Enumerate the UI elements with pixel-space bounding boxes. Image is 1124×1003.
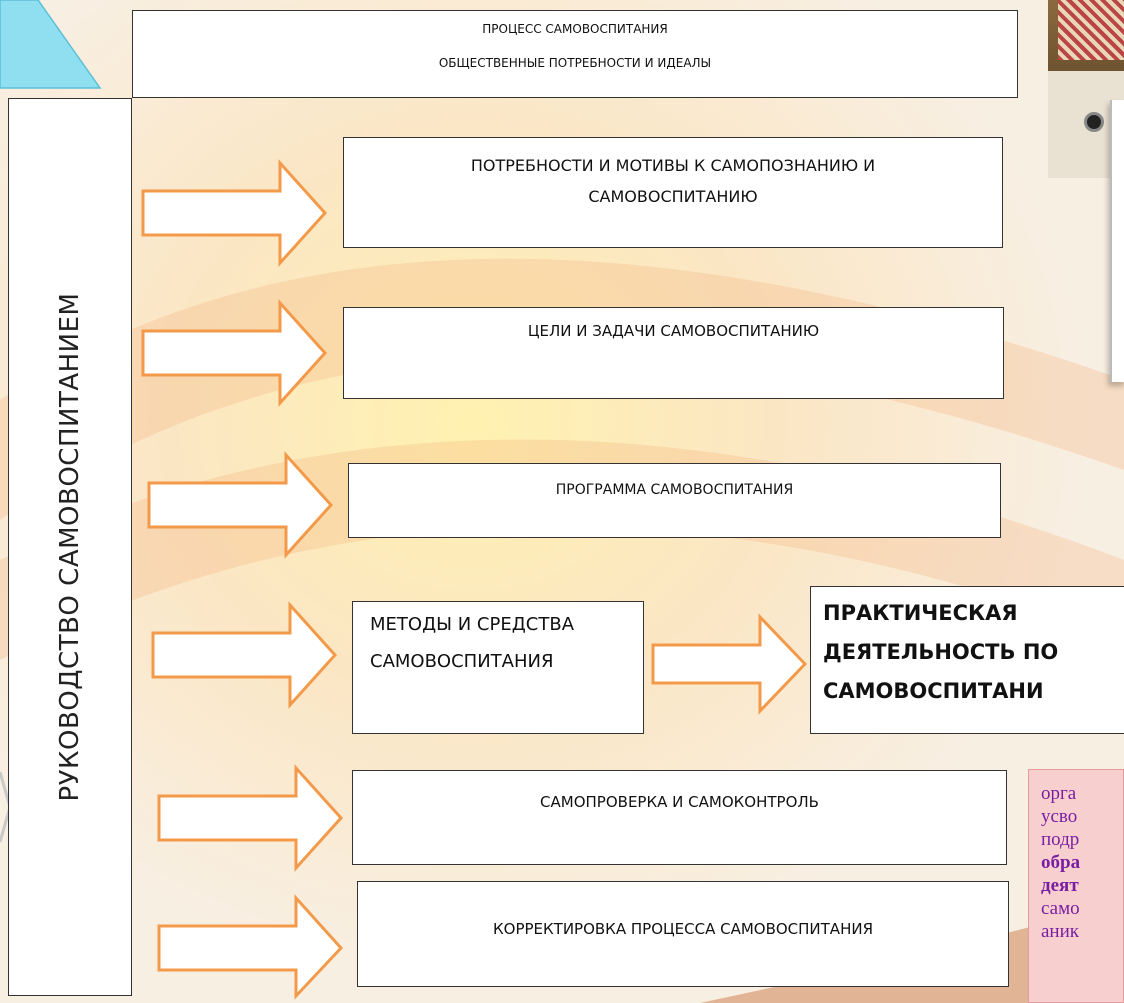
side-text-line: аник	[1041, 921, 1079, 942]
step-selfcheck-line1: САМОПРОВЕРКА И САМОКОНТРОЛЬ	[540, 793, 819, 811]
step-methods-line1: МЕТОДЫ И СРЕДСТВА	[370, 614, 575, 635]
practice-box: ПРАКТИЧЕСКАЯ ДЕЯТЕЛЬНОСТЬ ПО САМОВОСПИТА…	[810, 586, 1124, 734]
side-text-line: само	[1041, 898, 1080, 919]
practice-line3: САМОВОСПИТАНИ	[823, 679, 1044, 703]
side-text-line: обра	[1041, 852, 1081, 873]
step-box-selfcheck: САМОПРОВЕРКА И САМОКОНТРОЛЬ	[352, 770, 1007, 865]
side-text-line: деят	[1041, 875, 1079, 896]
ornament-frame	[1058, 0, 1124, 60]
step-needs-line1: ПОТРЕБНОСТИ И МОТИВЫ К САМОПОЗНАНИЮ И	[470, 156, 876, 175]
step-box-needs: ПОТРЕБНОСТИ И МОТИВЫ К САМОПОЗНАНИЮ И СА…	[343, 137, 1003, 248]
side-label: РУКОВОДСТВО САМОВОСПИТАНИЕМ	[55, 292, 85, 802]
side-text-card: орга усво подр обра деят само аник	[1028, 769, 1124, 1003]
step-box-methods: МЕТОДЫ И СРЕДСТВА САМОВОСПИТАНИЯ	[352, 601, 644, 734]
side-text-line: усво	[1041, 806, 1078, 827]
side-text-line: орга	[1041, 783, 1077, 804]
overlay-card	[1110, 100, 1124, 382]
arrow-to-program	[147, 451, 334, 559]
arrow-to-goals	[141, 299, 328, 407]
arrow-to-correction	[157, 894, 344, 1000]
step-box-goals: ЦЕЛИ И ЗАДАЧИ САМОВОСПИТАНИЮ	[343, 307, 1004, 399]
arrow-to-methods	[151, 601, 338, 709]
step-program-line1: ПРОГРАММА САМОВОСПИТАНИЯ	[555, 482, 794, 498]
step-box-program: ПРОГРАММА САМОВОСПИТАНИЯ	[348, 463, 1001, 538]
step-goals-line1: ЦЕЛИ И ЗАДАЧИ САМОВОСПИТАНИЮ	[527, 322, 820, 340]
arrow-to-practice	[651, 613, 808, 715]
step-box-correction: КОРРЕКТИРОВКА ПРОЦЕССА САМОВОСПИТАНИЯ	[357, 881, 1009, 987]
practice-line2: ДЕЯТЕЛЬНОСТЬ ПО	[823, 640, 1059, 664]
header-box: ПРОЦЕСС САМОВОСПИТАНИЯ ОБЩЕСТВЕННЫЕ ПОТР…	[132, 10, 1018, 98]
header-subtitle: ОБЩЕСТВЕННЫЕ ПОТРЕБНОСТИ И ИДЕАЛЫ	[438, 56, 712, 70]
step-correction-line1: КОРРЕКТИРОВКА ПРОЦЕССА САМОВОСПИТАНИЯ	[492, 920, 873, 938]
step-needs-line2: САМОВОСПИТАНИЮ	[588, 187, 758, 206]
side-text-line: подр	[1041, 829, 1080, 850]
practice-line1: ПРАКТИЧЕСКАЯ	[823, 601, 1018, 625]
arrow-to-selfcheck	[157, 764, 344, 872]
side-label-box: РУКОВОДСТВО САМОВОСПИТАНИЕМ	[8, 98, 132, 996]
header-title: ПРОЦЕСС САМОВОСПИТАНИЯ	[482, 22, 668, 36]
camera-icon	[1084, 112, 1104, 132]
step-methods-line2: САМОВОСПИТАНИЯ	[370, 651, 554, 672]
corner-accent-shape	[0, 0, 102, 89]
arrow-to-needs	[141, 159, 328, 267]
